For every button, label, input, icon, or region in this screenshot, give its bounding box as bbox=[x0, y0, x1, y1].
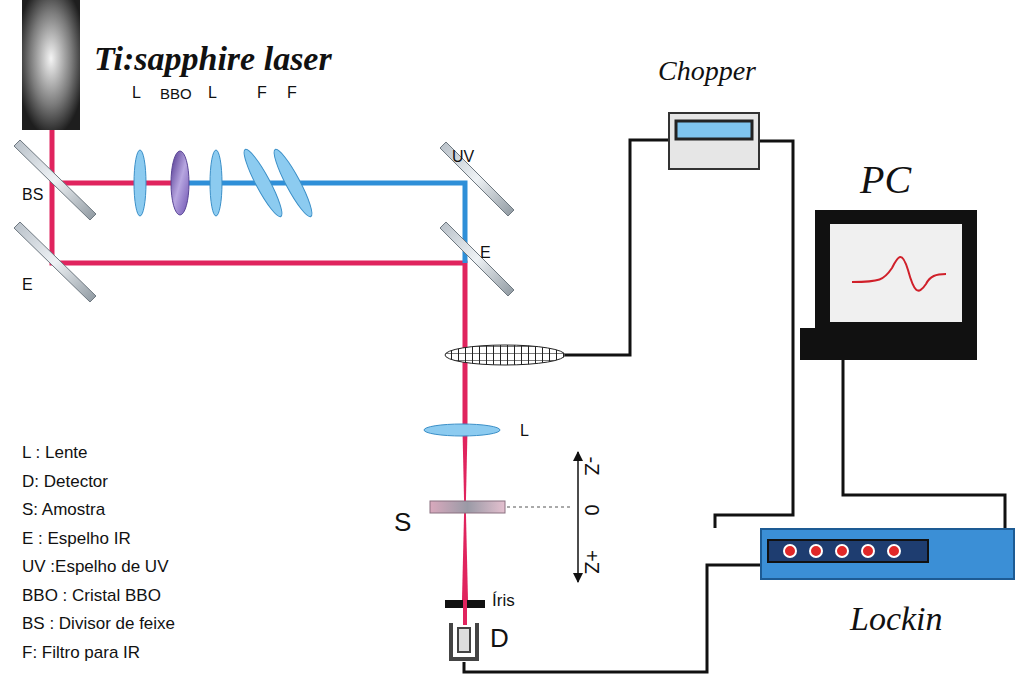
crystal-label: BBO bbox=[160, 86, 192, 103]
axis-label: +Z bbox=[581, 550, 603, 574]
legend-entry: F: Filtro para IR bbox=[22, 644, 140, 663]
legend-entry: E : Espelho IR bbox=[22, 530, 131, 549]
signal-cable bbox=[464, 565, 760, 672]
lockin-amplifier-art bbox=[760, 528, 1015, 580]
legend-entry: L : Lente bbox=[22, 444, 88, 463]
legend-entry: BBO : Cristal BBO bbox=[22, 587, 161, 606]
detector-art bbox=[448, 620, 480, 662]
pc-monitor-art bbox=[800, 210, 977, 360]
lockin-name: Lockin bbox=[850, 600, 943, 637]
axis-label: 0 bbox=[581, 504, 603, 515]
signal-cable bbox=[715, 141, 793, 528]
legend-entry: UV :Espelho de UV bbox=[22, 558, 168, 577]
legend-entry: S: Amostra bbox=[22, 501, 105, 520]
chopper-box-art bbox=[668, 112, 760, 170]
sample-label: S bbox=[394, 508, 411, 537]
laser-source: Ti:sapphire laser bbox=[22, 0, 80, 130]
splitter-label: BS bbox=[22, 186, 43, 204]
legend-entry: D: Detector bbox=[22, 473, 108, 492]
mirror-label: UV bbox=[452, 148, 474, 166]
laser-name: Ti:sapphire laser bbox=[94, 40, 332, 77]
lens-label: L bbox=[208, 84, 217, 102]
pc-monitor: PC bbox=[800, 210, 977, 360]
axis-label: -Z bbox=[581, 457, 603, 476]
mirror-label: E bbox=[22, 276, 33, 294]
mirror-label: E bbox=[480, 244, 491, 262]
detector: D bbox=[448, 620, 480, 662]
chopper-box: Chopper bbox=[668, 112, 760, 170]
laser-source-art bbox=[22, 0, 80, 130]
signal-cable bbox=[843, 360, 1005, 528]
filter-label: F bbox=[287, 84, 297, 102]
detector-name: D bbox=[490, 624, 509, 653]
lockin-amplifier: Lockin bbox=[760, 528, 1015, 580]
iris-label: Íris bbox=[492, 592, 515, 611]
lens-label: L bbox=[520, 422, 529, 440]
filter-label: F bbox=[257, 84, 267, 102]
lens-label: L bbox=[132, 84, 141, 102]
legend-entry: BS : Divisor de feixe bbox=[22, 615, 175, 634]
pc-name: PC bbox=[860, 158, 911, 202]
chopper-name: Chopper bbox=[658, 56, 756, 87]
